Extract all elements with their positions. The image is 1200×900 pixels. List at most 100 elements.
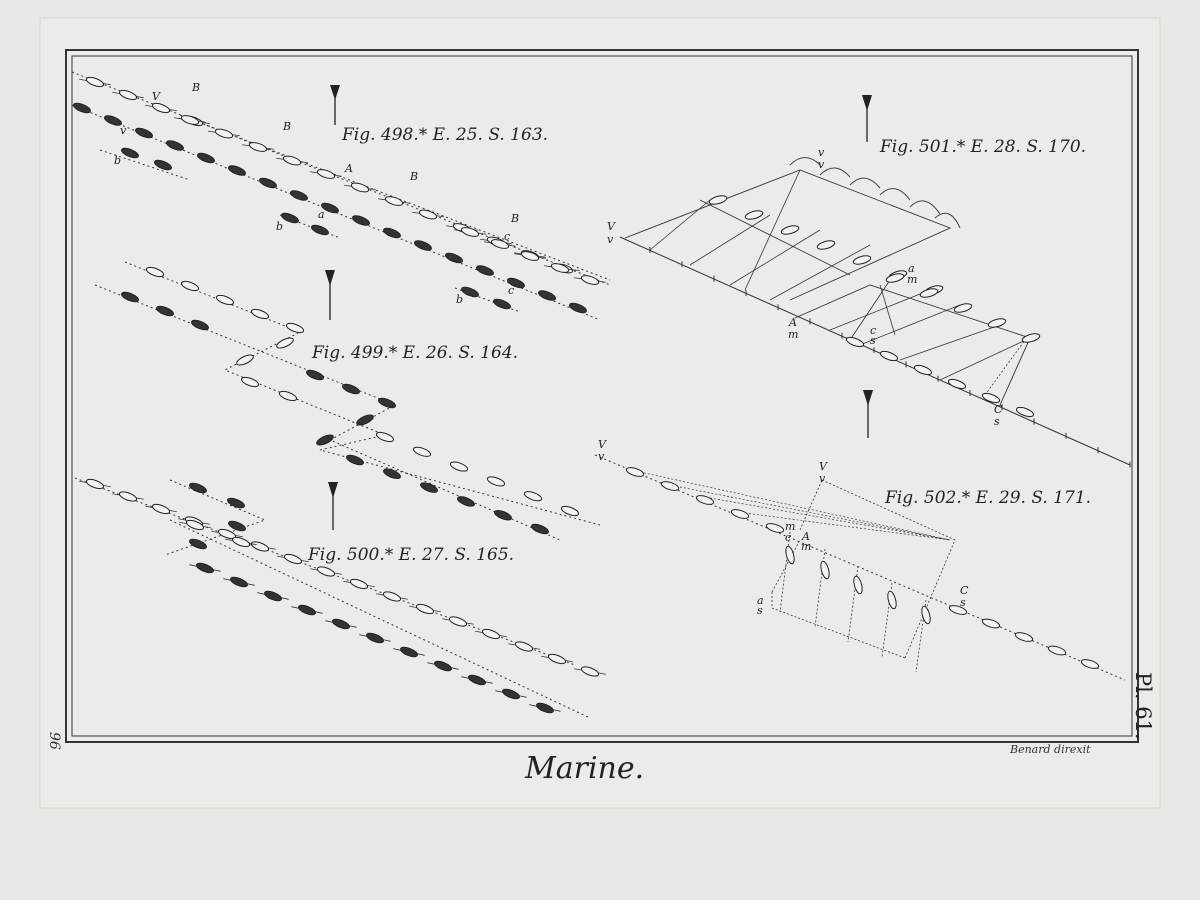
- hollow-ship: [947, 378, 967, 390]
- filled-ship: [104, 115, 122, 126]
- hollow-ship: [486, 476, 506, 487]
- filled-ship: [507, 277, 525, 289]
- fig-502-letter-c: c: [785, 531, 791, 544]
- fig-499-label: Fig. 499.* E. 26. S. 164.: [311, 343, 518, 363]
- hollow-ship: [765, 523, 785, 533]
- filled-ship: [298, 604, 316, 616]
- hollow-ship: [481, 628, 501, 640]
- hollow-ship: [236, 354, 254, 366]
- fig-498-letter-b5: b: [276, 220, 283, 233]
- hollow-ship: [350, 182, 370, 193]
- fig-501-letter-v: V: [607, 220, 616, 233]
- hollow-ship: [180, 280, 200, 292]
- filled-ship: [281, 212, 299, 224]
- page-number: 96: [46, 732, 62, 750]
- filled-ship: [346, 454, 364, 466]
- hollow-ship: [987, 318, 1007, 328]
- hollow-ship: [460, 227, 480, 237]
- hollow-ship: [550, 263, 570, 273]
- hollow-ship: [418, 209, 438, 220]
- filled-ship: [468, 674, 486, 686]
- fig-498-letter-b4: B: [409, 170, 418, 183]
- fig-501-letter-a: a: [908, 262, 915, 275]
- filled-ship: [156, 305, 174, 317]
- filled-ship: [538, 290, 556, 301]
- filled-ship: [191, 319, 209, 331]
- hollow-ship: [547, 653, 567, 665]
- fig-502-diagram: Fig. 502.* E. 29. S. 171. V v V v m c A …: [594, 390, 1126, 681]
- hollow-ship: [785, 545, 795, 565]
- fig-501-label: Fig. 501.* E. 28. S. 170.: [879, 137, 1086, 157]
- hollow-ship: [449, 461, 469, 472]
- hollow-ship: [285, 322, 305, 334]
- filled-ship: [400, 646, 418, 658]
- hollow-ship: [625, 467, 645, 477]
- hollow-ship: [448, 616, 468, 627]
- fig-502-letter-a: A: [801, 530, 810, 543]
- filled-ship: [189, 482, 207, 494]
- filled-ship: [306, 369, 324, 381]
- filled-ship: [189, 538, 207, 550]
- fig-498-letter-c2: c: [508, 284, 514, 297]
- hollow-ship: [845, 336, 865, 348]
- hollow-ship: [151, 102, 171, 114]
- hollow-ship: [415, 603, 435, 615]
- hollow-ship: [913, 364, 933, 376]
- hollow-ship: [580, 666, 600, 677]
- hollow-ship: [921, 605, 931, 625]
- fig-502-letter-a2: a: [757, 594, 764, 607]
- hollow-ship: [145, 266, 165, 278]
- hollow-ship: [85, 76, 105, 88]
- fig-498-letter-a2: a: [318, 208, 325, 221]
- fig-502-letter-v4: v: [819, 472, 826, 485]
- filled-ship: [342, 383, 360, 395]
- fig-498-diagram: Fig. 498.* E. 25. S. 163. V B B v b A B …: [71, 71, 611, 321]
- fig-501-letter-v2: v: [607, 233, 614, 246]
- filled-ship: [445, 252, 463, 264]
- fig-498-letter-v: V: [152, 90, 161, 103]
- fig-501-letter-v3: v: [818, 146, 825, 159]
- filled-ship: [420, 482, 438, 493]
- hollow-ship: [708, 195, 728, 205]
- filled-ship: [536, 702, 554, 714]
- hollow-ship: [523, 491, 543, 502]
- fig-501-diagram: Fig. 501.* E. 28. S. 170. V v v v a m A …: [607, 95, 1131, 468]
- hollow-ship: [283, 553, 303, 565]
- fig-501-letter-m2: m: [788, 328, 798, 341]
- hollow-ship: [580, 275, 600, 285]
- fig-498-letter-b3: b: [114, 154, 121, 167]
- hollow-ship: [820, 560, 830, 580]
- hollow-ship: [1014, 632, 1034, 642]
- filled-ship: [264, 590, 282, 602]
- fig-500-diagram: Fig. 500.* E. 27. S. 165.: [74, 477, 606, 719]
- filled-ship: [227, 497, 245, 509]
- hollow-ship: [953, 303, 973, 313]
- hollow-ship: [375, 431, 395, 443]
- fig-501-letter-s2: s: [994, 415, 1000, 428]
- hollow-ship: [384, 196, 404, 206]
- hollow-ship: [520, 251, 540, 261]
- filled-ship: [352, 215, 370, 226]
- hollow-ship: [730, 509, 750, 519]
- hollow-ship: [316, 566, 336, 577]
- hollow-ship: [887, 590, 897, 610]
- fig-502-letter-v: V: [598, 438, 607, 451]
- fig-502-letter-m2: m: [801, 540, 811, 553]
- hollow-ship: [151, 503, 171, 515]
- fig-498-letter-b: B: [191, 81, 200, 94]
- filled-ship: [154, 159, 172, 171]
- fig-501-letter-c: c: [870, 324, 876, 337]
- filled-ship: [414, 240, 432, 251]
- filled-ship: [228, 165, 246, 176]
- plate-paper: [39, 17, 1161, 809]
- hollow-ship: [1021, 333, 1041, 343]
- hollow-ship: [948, 605, 968, 615]
- fig-498-letter-v2: v: [120, 124, 127, 137]
- filled-ship: [531, 523, 549, 535]
- filled-ship: [332, 618, 350, 630]
- construction-line: [779, 531, 791, 613]
- hollow-ship: [879, 350, 899, 362]
- hollow-ship: [490, 239, 510, 249]
- fig-502-letter-m: m: [785, 520, 795, 533]
- plate-number: Pl. 61.: [1131, 672, 1155, 740]
